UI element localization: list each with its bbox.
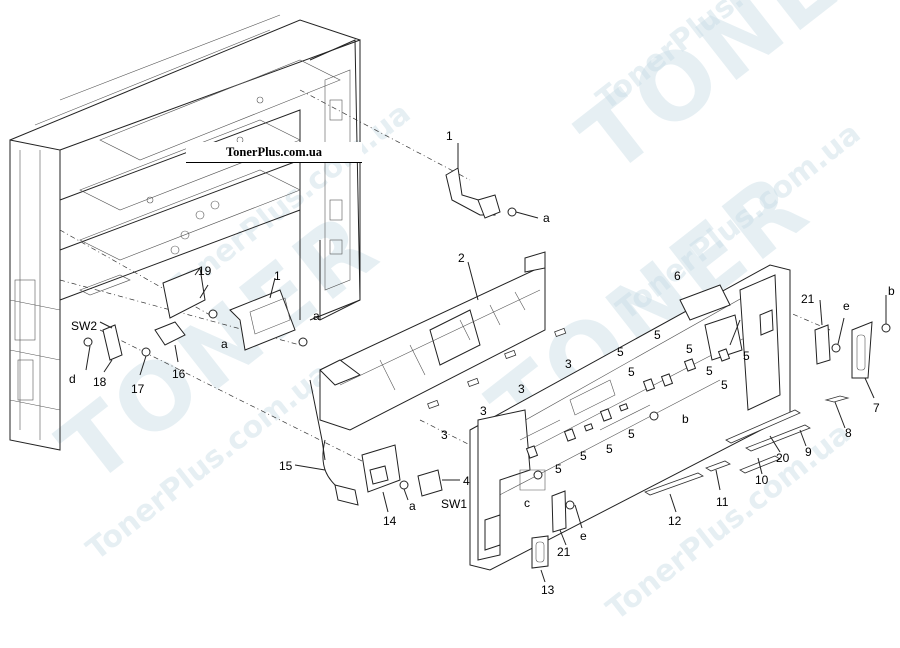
callout-3-a: 3 (565, 357, 572, 371)
callout-b-mid: b (682, 412, 689, 426)
label-sw2: SW2 (71, 319, 98, 333)
callout-5-c: 5 (686, 342, 693, 356)
part-14-bracket (361, 444, 460, 513)
callout-2: 2 (458, 251, 465, 265)
callout-12: 12 (668, 514, 682, 528)
part-15-harness (294, 439, 359, 506)
callout-d: d (69, 372, 76, 386)
callout-5-d: 5 (743, 349, 750, 363)
part-1-top-bracket (445, 143, 539, 219)
callout-18: 18 (93, 375, 107, 389)
pads-part-5 (525, 348, 731, 459)
callout-c: c (524, 496, 530, 510)
callout-5-g: 5 (721, 378, 728, 392)
callout-9: 9 (805, 445, 812, 459)
pads-part-3 (427, 327, 567, 410)
callout-6: 6 (674, 269, 681, 283)
callout-5-k: 5 (555, 462, 562, 476)
callout-3-c: 3 (480, 404, 487, 418)
callout-8: 8 (845, 426, 852, 440)
callout-3-d: 3 (441, 428, 448, 442)
machine-frame (9, 14, 361, 451)
callout-11: 11 (716, 495, 729, 509)
callout-5-h: 5 (628, 427, 635, 441)
callout-19: 19 (198, 264, 212, 278)
right-small-parts (814, 295, 887, 399)
label-sw1: SW1 (441, 497, 468, 511)
bottom-small-parts (531, 490, 583, 583)
callout-3-b: 3 (518, 382, 525, 396)
callout-21-bottom: 21 (557, 545, 571, 559)
callout-17: 17 (131, 382, 145, 396)
callout-b-right: b (888, 284, 895, 298)
callout-a-top: a (543, 211, 550, 225)
callout-4: 4 (463, 474, 470, 488)
strips (644, 395, 850, 513)
callout-5-f: 5 (706, 364, 713, 378)
part-2-duct (309, 251, 546, 461)
callout-21-right: 21 (801, 292, 815, 306)
callout-20: 20 (776, 451, 790, 465)
callout-5-j: 5 (580, 449, 587, 463)
watermark-banner: TonerPlus.com.ua (186, 142, 362, 163)
front-frame (469, 264, 791, 571)
callout-16: 16 (172, 367, 186, 381)
callout-5-e: 5 (628, 365, 635, 379)
callout-a-left1: a (313, 309, 320, 323)
left-assembly (85, 267, 296, 376)
callout-e-bottom: e (580, 529, 587, 543)
callout-14: 14 (383, 514, 397, 528)
screws (83, 309, 891, 510)
callout-a-left2: a (221, 337, 228, 351)
callout-1-top: 1 (446, 129, 453, 143)
callout-5-a: 5 (654, 328, 661, 342)
callout-13: 13 (541, 583, 555, 597)
callout-1-left: 1 (274, 269, 281, 283)
callout-15: 15 (279, 459, 293, 473)
callout-e-right: e (843, 299, 850, 313)
callout-7: 7 (873, 401, 880, 415)
callout-5-b: 5 (617, 345, 624, 359)
callout-a-bottom: a (409, 499, 416, 513)
callout-5-i: 5 (606, 442, 613, 456)
callout-10: 10 (755, 473, 769, 487)
